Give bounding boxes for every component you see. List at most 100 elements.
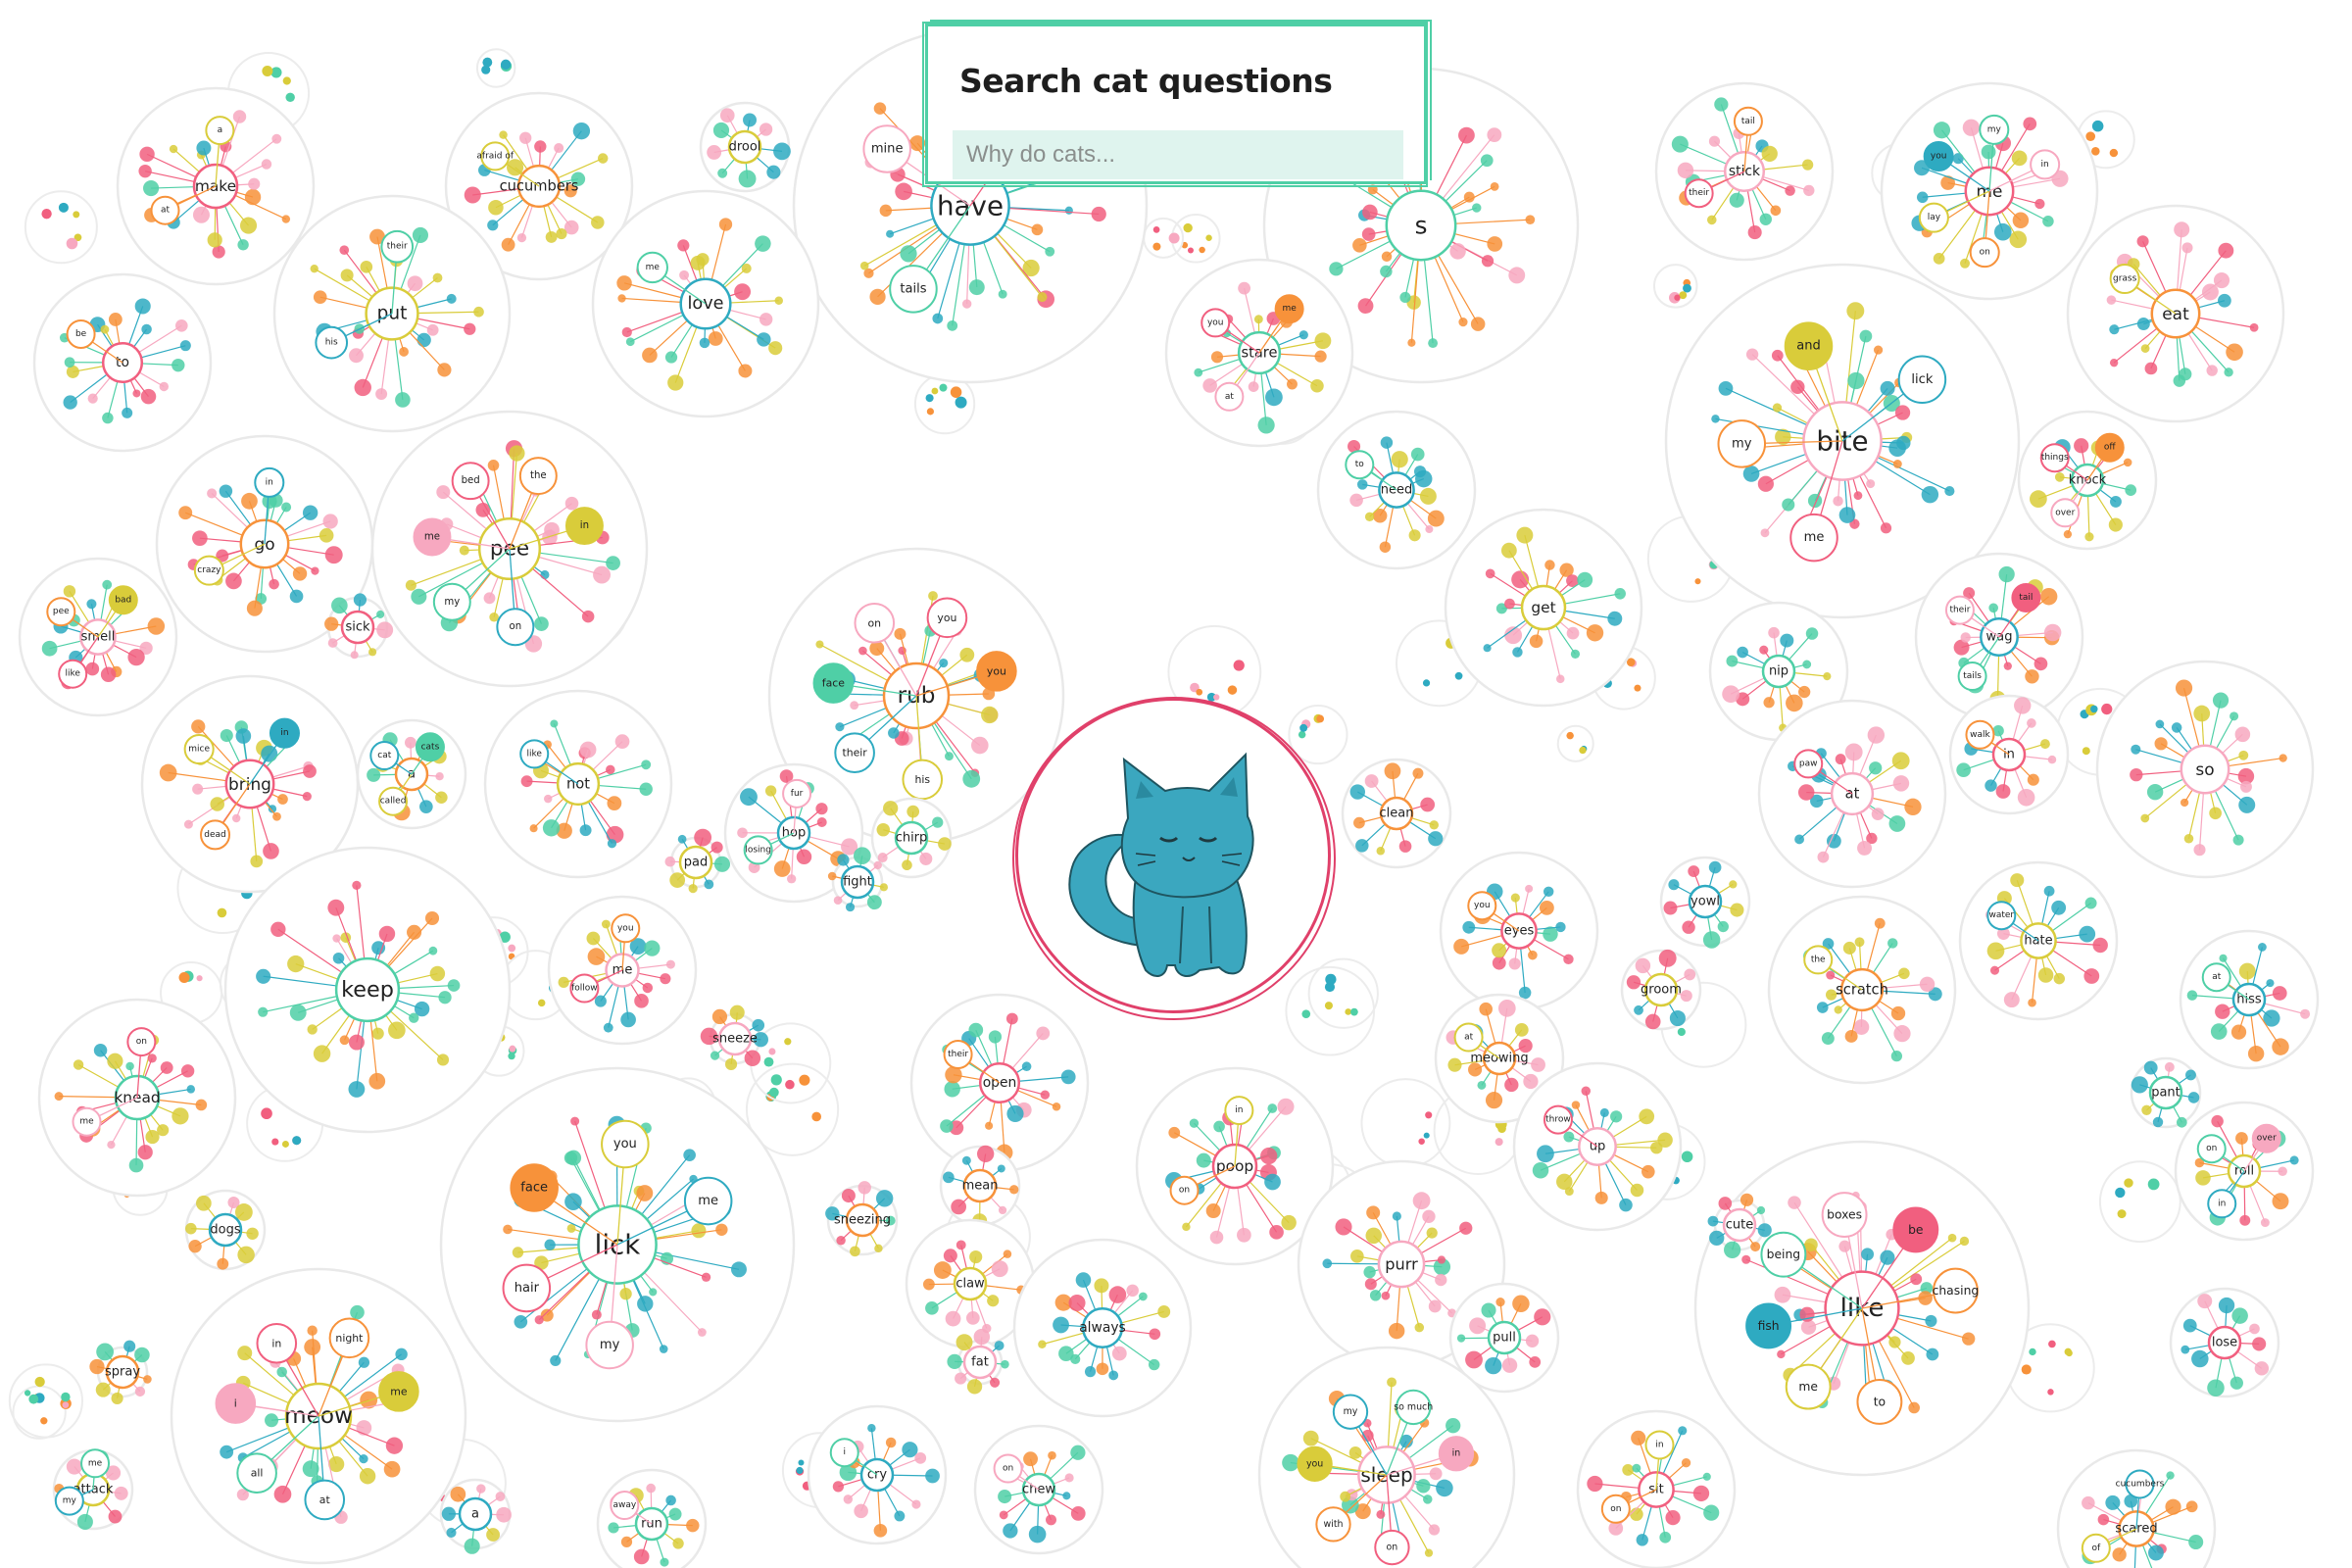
word-dot[interactable]	[989, 1377, 1001, 1388]
word-dot[interactable]	[1458, 126, 1475, 144]
hub-circle[interactable]	[1385, 189, 1457, 262]
word-dot[interactable]	[441, 1506, 457, 1521]
word-dot[interactable]	[1194, 368, 1203, 377]
word-dot[interactable]	[753, 1032, 768, 1048]
word-dot[interactable]	[514, 1314, 528, 1329]
word-dot[interactable]	[100, 666, 117, 683]
word-dot[interactable]	[1414, 1322, 1425, 1333]
word-dot[interactable]	[1529, 1356, 1542, 1368]
cluster-main-word[interactable]: chew	[1022, 1483, 1055, 1497]
word-dot[interactable]	[426, 323, 439, 336]
word-dot[interactable]	[606, 764, 615, 775]
word-dot[interactable]	[1730, 903, 1744, 917]
word-node[interactable]	[1932, 1267, 1979, 1314]
word-dot[interactable]	[1335, 1218, 1352, 1236]
word-dot[interactable]	[2289, 1155, 2299, 1165]
word-dot[interactable]	[2012, 212, 2030, 229]
word-node[interactable]	[1897, 355, 1947, 405]
word-node[interactable]	[1396, 1389, 1432, 1426]
word-dot[interactable]	[2249, 1323, 2260, 1335]
word-dot[interactable]	[707, 145, 722, 160]
word-dot[interactable]	[1479, 1002, 1493, 1016]
word-node[interactable]	[889, 265, 938, 314]
word-dot[interactable]	[770, 1074, 782, 1086]
word-dot[interactable]	[1196, 688, 1203, 696]
word-dot[interactable]	[642, 347, 658, 364]
word-dot[interactable]	[737, 827, 748, 839]
word-dot[interactable]	[111, 1392, 123, 1404]
word-dot[interactable]	[1761, 145, 1778, 163]
word-node[interactable]	[1789, 513, 1838, 563]
word-dot[interactable]	[487, 459, 500, 471]
word-dot[interactable]	[1052, 1102, 1061, 1111]
word-dot[interactable]	[683, 1149, 696, 1161]
word-dot[interactable]	[1566, 731, 1574, 740]
word-dot[interactable]	[270, 67, 282, 78]
word-dot[interactable]	[270, 921, 286, 937]
word-label[interactable]: off	[2104, 443, 2117, 453]
word-node[interactable]	[2109, 264, 2140, 295]
word-dot[interactable]	[376, 621, 394, 639]
word-dot[interactable]	[1380, 265, 1393, 278]
word-dot[interactable]	[1182, 1222, 1191, 1232]
word-dot[interactable]	[1340, 1491, 1351, 1502]
word-dot[interactable]	[973, 1328, 991, 1346]
word-dot[interactable]	[1857, 840, 1873, 856]
word-node[interactable]	[451, 462, 490, 501]
word-dot[interactable]	[2218, 1297, 2235, 1314]
word-dot[interactable]	[76, 1513, 93, 1530]
word-dot[interactable]	[2029, 1348, 2036, 1356]
word-dot[interactable]	[2084, 532, 2094, 542]
word-dot[interactable]	[271, 133, 282, 144]
word-dot[interactable]	[2215, 1004, 2230, 1019]
word-dot[interactable]	[1512, 1295, 1530, 1313]
word-dot[interactable]	[1205, 234, 1212, 241]
word-dot[interactable]	[2043, 623, 2062, 642]
word-label[interactable]: my	[444, 597, 460, 608]
word-dot[interactable]	[1428, 831, 1444, 847]
word-dot[interactable]	[968, 1022, 984, 1038]
word-dot[interactable]	[2182, 1318, 2197, 1333]
word-dot[interactable]	[2105, 1494, 2121, 1510]
word-dot[interactable]	[102, 412, 114, 424]
word-dot[interactable]	[172, 1107, 189, 1125]
word-dot[interactable]	[1354, 1503, 1371, 1520]
word-dot[interactable]	[2272, 986, 2287, 1001]
word-label[interactable]: my	[1344, 1406, 1358, 1417]
word-dot[interactable]	[2047, 1389, 2054, 1396]
word-dot[interactable]	[779, 769, 794, 783]
word-dot[interactable]	[1786, 694, 1803, 712]
word-dot[interactable]	[619, 1288, 632, 1300]
word-node[interactable]	[1856, 1378, 1903, 1425]
word-dot[interactable]	[550, 1354, 562, 1366]
word-dot[interactable]	[642, 982, 654, 994]
cluster-main-word[interactable]: mean	[962, 1179, 999, 1194]
word-dot[interactable]	[503, 1224, 513, 1235]
word-dot[interactable]	[1269, 1225, 1284, 1240]
word-dot[interactable]	[2258, 943, 2267, 952]
word-label[interactable]: and	[1796, 339, 1821, 354]
word-dot[interactable]	[1429, 820, 1440, 830]
word-label[interactable]: paw	[1799, 759, 1818, 768]
word-dot[interactable]	[2014, 697, 2032, 714]
word-dot[interactable]	[2106, 295, 2117, 305]
word-label[interactable]: cat	[377, 751, 391, 760]
word-label[interactable]: at	[1464, 1033, 1474, 1043]
word-dot[interactable]	[886, 229, 895, 238]
word-dot[interactable]	[869, 641, 885, 657]
word-label[interactable]: like	[65, 669, 80, 679]
word-dot[interactable]	[188, 1239, 202, 1253]
word-dot[interactable]	[277, 794, 288, 805]
word-node[interactable]	[150, 195, 180, 225]
word-dot[interactable]	[407, 275, 423, 292]
word-label[interactable]: me	[79, 1117, 94, 1127]
word-dot[interactable]	[322, 514, 338, 529]
word-dot[interactable]	[534, 140, 547, 153]
word-dot[interactable]	[1453, 938, 1470, 955]
word-label[interactable]: mine	[871, 141, 904, 156]
hub-circle[interactable]	[845, 1202, 880, 1238]
word-dot[interactable]	[956, 1334, 973, 1351]
word-dot[interactable]	[1981, 144, 1996, 160]
word-dot[interactable]	[281, 502, 292, 513]
